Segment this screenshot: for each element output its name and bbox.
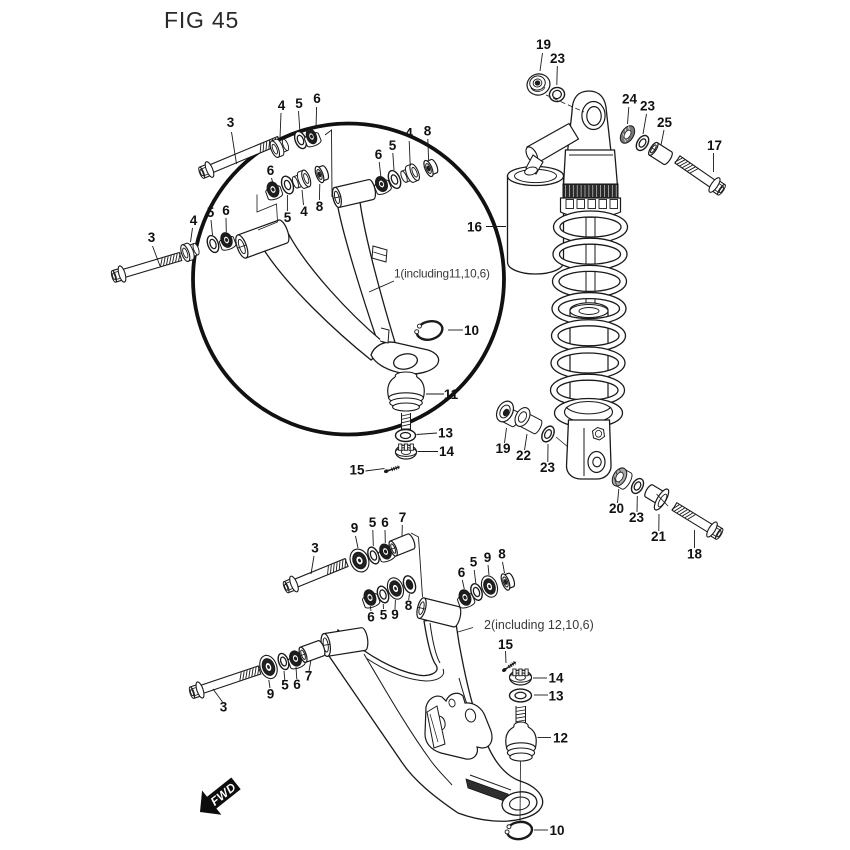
svg-text:5: 5 [207,205,215,220]
svg-text:16: 16 [467,220,483,235]
svg-text:FIG 45: FIG 45 [164,7,239,33]
svg-text:23: 23 [640,99,656,114]
svg-text:9: 9 [391,607,399,622]
svg-text:6: 6 [458,565,466,580]
svg-text:8: 8 [405,598,413,613]
svg-text:3: 3 [227,115,235,130]
svg-text:6: 6 [267,163,275,178]
svg-text:9: 9 [484,550,492,565]
svg-text:5: 5 [369,515,377,530]
svg-text:4: 4 [278,98,286,113]
svg-text:6: 6 [293,677,301,692]
svg-text:6: 6 [375,147,383,162]
svg-text:14: 14 [439,444,455,459]
svg-text:17: 17 [707,138,722,153]
svg-text:10: 10 [549,823,564,838]
svg-text:23: 23 [540,460,556,475]
svg-text:4: 4 [190,213,198,228]
svg-text:5: 5 [389,138,397,153]
svg-text:6: 6 [222,203,230,218]
svg-text:24: 24 [622,92,638,107]
svg-text:3: 3 [220,700,228,715]
svg-text:15: 15 [498,637,514,652]
svg-text:21: 21 [651,529,667,544]
svg-text:4: 4 [405,126,413,141]
svg-text:4: 4 [300,204,308,219]
svg-text:6: 6 [367,610,375,625]
svg-text:8: 8 [424,124,432,139]
svg-text:5: 5 [470,555,478,570]
svg-text:10: 10 [464,323,479,338]
svg-text:3: 3 [148,230,156,245]
svg-text:23: 23 [629,510,645,525]
svg-text:25: 25 [657,115,673,130]
svg-text:22: 22 [516,448,531,463]
svg-text:11: 11 [444,387,459,402]
svg-text:13: 13 [438,426,454,441]
svg-text:14: 14 [548,671,564,686]
svg-text:6: 6 [313,91,321,106]
svg-text:5: 5 [295,96,303,111]
svg-text:15: 15 [349,463,365,478]
svg-text:5: 5 [284,210,292,225]
svg-text:19: 19 [536,37,551,52]
svg-text:7: 7 [399,510,407,525]
svg-text:9: 9 [267,687,275,702]
svg-text:19: 19 [495,441,510,456]
svg-text:13: 13 [548,689,564,704]
svg-text:8: 8 [316,199,324,214]
svg-text:3: 3 [311,541,319,556]
svg-text:6: 6 [381,515,389,530]
svg-text:8: 8 [498,547,506,562]
svg-text:5: 5 [281,678,289,693]
svg-text:5: 5 [380,608,388,623]
svg-text:1(including11,10,6): 1(including11,10,6) [394,267,490,281]
svg-text:18: 18 [687,547,703,562]
svg-text:20: 20 [609,501,624,516]
svg-text:12: 12 [553,731,568,746]
svg-text:2(including 12,10,6): 2(including 12,10,6) [484,618,594,632]
svg-text:23: 23 [550,51,566,66]
svg-text:9: 9 [351,521,359,536]
svg-text:7: 7 [305,669,313,684]
